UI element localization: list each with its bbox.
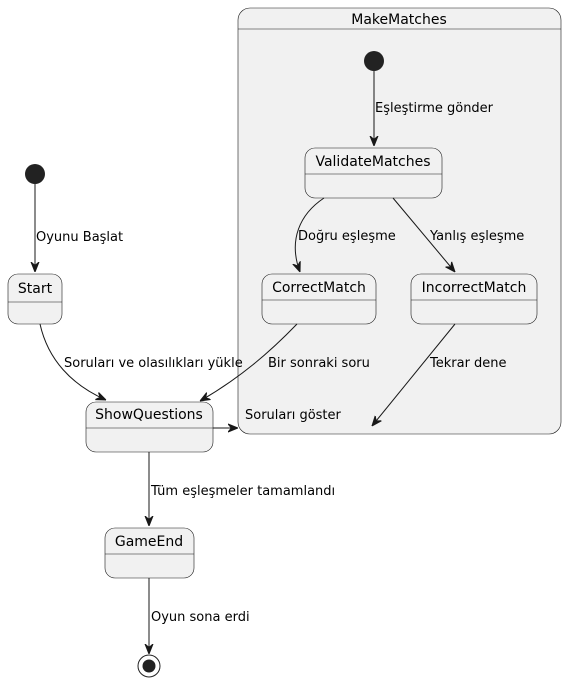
state-gameend: GameEnd	[104, 527, 195, 579]
label-start-to-show: Soruları ve olasılıkları yükle	[64, 356, 243, 371]
label-validate-to-correct: Doğru eşleşme	[298, 229, 396, 244]
edge-incorrect-retry	[372, 323, 456, 426]
incorrectmatch-title: IncorrectMatch	[422, 280, 527, 296]
makematches-title: MakeMatches	[351, 12, 447, 28]
label-inner-init-to-validate: Eşleştirme gönder	[375, 101, 494, 116]
state-incorrectmatch: IncorrectMatch	[410, 273, 538, 325]
start-box	[7, 273, 63, 325]
makematches-container	[237, 7, 562, 435]
state-start: Start	[7, 273, 63, 325]
label-validate-to-incorrect: Yanlış eşleşme	[429, 229, 524, 244]
edge-correct-to-show	[200, 323, 298, 401]
edge-start-to-show	[39, 323, 106, 400]
edge-validate-to-correct	[295, 197, 325, 272]
label-show-to-gameend: Tüm eşleşmeler tamamlandı	[150, 484, 335, 499]
label-gameend-to-final: Oyun sona erdi	[151, 610, 250, 625]
incorrectmatch-box	[410, 273, 538, 325]
state-showquestions: ShowQuestions	[85, 401, 214, 453]
initial-state	[25, 164, 45, 184]
showquestions-title: ShowQuestions	[95, 407, 203, 423]
label-show-to-makematches: Soruları göster	[245, 408, 342, 423]
state-correctmatch: CorrectMatch	[261, 273, 377, 325]
inner-initial-state	[364, 51, 384, 71]
start-title: Start	[18, 281, 53, 297]
label-incorrect-retry: Tekrar dene	[429, 356, 507, 371]
label-correct-to-show: Bir sonraki soru	[268, 356, 370, 371]
composite-state-makematches: MakeMatches	[237, 7, 562, 435]
label-init-to-start: Oyunu Başlat	[36, 230, 123, 245]
final-state-dot	[142, 659, 156, 673]
validatematches-title: ValidateMatches	[315, 154, 430, 170]
correctmatch-title: CorrectMatch	[272, 280, 366, 296]
state-validatematches: ValidateMatches	[304, 147, 443, 199]
final-state	[137, 654, 161, 678]
validatematches-box	[304, 147, 443, 199]
correctmatch-box	[261, 273, 377, 325]
edge-validate-to-incorrect	[392, 197, 455, 272]
gameend-title: GameEnd	[115, 534, 183, 550]
